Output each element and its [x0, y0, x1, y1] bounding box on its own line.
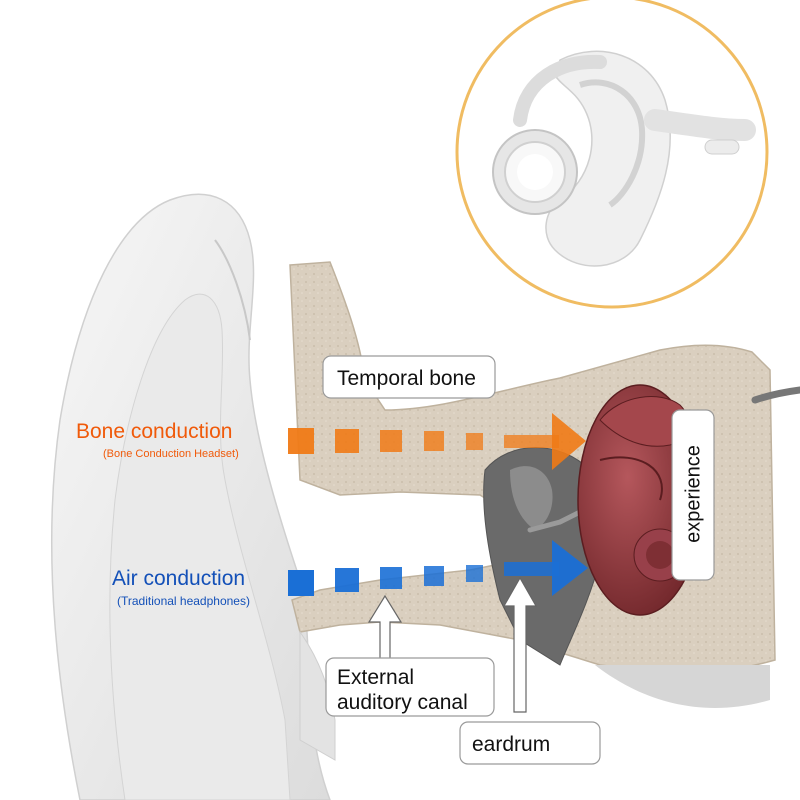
eardrum-label-box	[459, 721, 601, 765]
bone-conduction-sublabel: (Bone Conduction Headset)	[103, 448, 239, 460]
external-auditory-canal-label: External auditory canal	[337, 665, 468, 715]
external-canal-line1: External	[337, 666, 415, 689]
middle-ear-cavity	[483, 447, 601, 666]
experience-label-box	[671, 409, 715, 581]
bone-conduction-label: Bone conduction	[76, 420, 233, 443]
headset-band	[751, 386, 800, 404]
air-conduction-label: Air conduction	[112, 567, 246, 590]
bone-conduction-arrow	[288, 413, 586, 470]
external-canal-label-box	[325, 657, 495, 717]
experience-label: experience	[682, 445, 705, 543]
bone-conduction-headset-on-ear-icon	[455, 0, 769, 309]
air-conduction-sublabel: (Traditional headphones)	[117, 594, 250, 608]
external-canal-line2: auditory canal	[337, 691, 468, 714]
eardrum-pointer	[502, 576, 538, 713]
temporal-bone-label: Temporal bone	[337, 367, 476, 390]
outer-ear-icon	[50, 193, 331, 800]
eardrum-label: eardrum	[472, 733, 551, 756]
air-conduction-arrow	[288, 540, 588, 596]
temporal-bone-label-box	[322, 355, 496, 399]
